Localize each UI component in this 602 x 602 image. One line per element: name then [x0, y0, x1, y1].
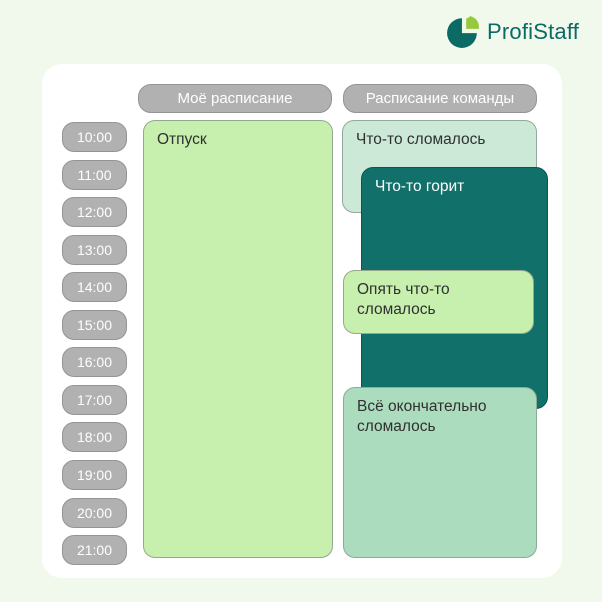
time-label-2000: 20:00 — [62, 498, 127, 528]
event-label: Всё окончательно сломалось — [357, 398, 487, 435]
logo-pie-shape — [447, 18, 477, 48]
time-label-1000: 10:00 — [62, 122, 127, 152]
time-label-1700: 17:00 — [62, 385, 127, 415]
event-label: Что-то горит — [375, 178, 465, 195]
event-label: Отпуск — [157, 131, 207, 148]
column-header-my-schedule: Моё расписание — [138, 84, 332, 113]
time-label-1800: 18:00 — [62, 422, 127, 452]
logo-leaf-shape — [466, 16, 479, 29]
profistaff-logo-icon — [446, 15, 480, 49]
logo-text: ProfiStaff — [487, 19, 580, 44]
time-label-1900: 19:00 — [62, 460, 127, 490]
time-label-1200: 12:00 — [62, 197, 127, 227]
logo: ProfiStaff — [446, 15, 579, 49]
time-label-1600: 16:00 — [62, 347, 127, 377]
time-label-1100: 11:00 — [62, 160, 127, 190]
column-header-team-schedule: Расписание команды — [343, 84, 537, 113]
time-label-1500: 15:00 — [62, 310, 127, 340]
event-vacation[interactable]: Отпуск — [143, 120, 333, 558]
time-label-2100: 21:00 — [62, 535, 127, 565]
event-broke-again[interactable]: Опять что-то сломалось — [343, 270, 534, 334]
event-label: Опять что-то сломалось — [357, 281, 450, 318]
time-label-1400: 14:00 — [62, 272, 127, 302]
time-label-1300: 13:00 — [62, 235, 127, 265]
event-everything-broke[interactable]: Всё окончательно сломалось — [343, 387, 537, 558]
event-label: Что-то сломалось — [356, 131, 486, 148]
